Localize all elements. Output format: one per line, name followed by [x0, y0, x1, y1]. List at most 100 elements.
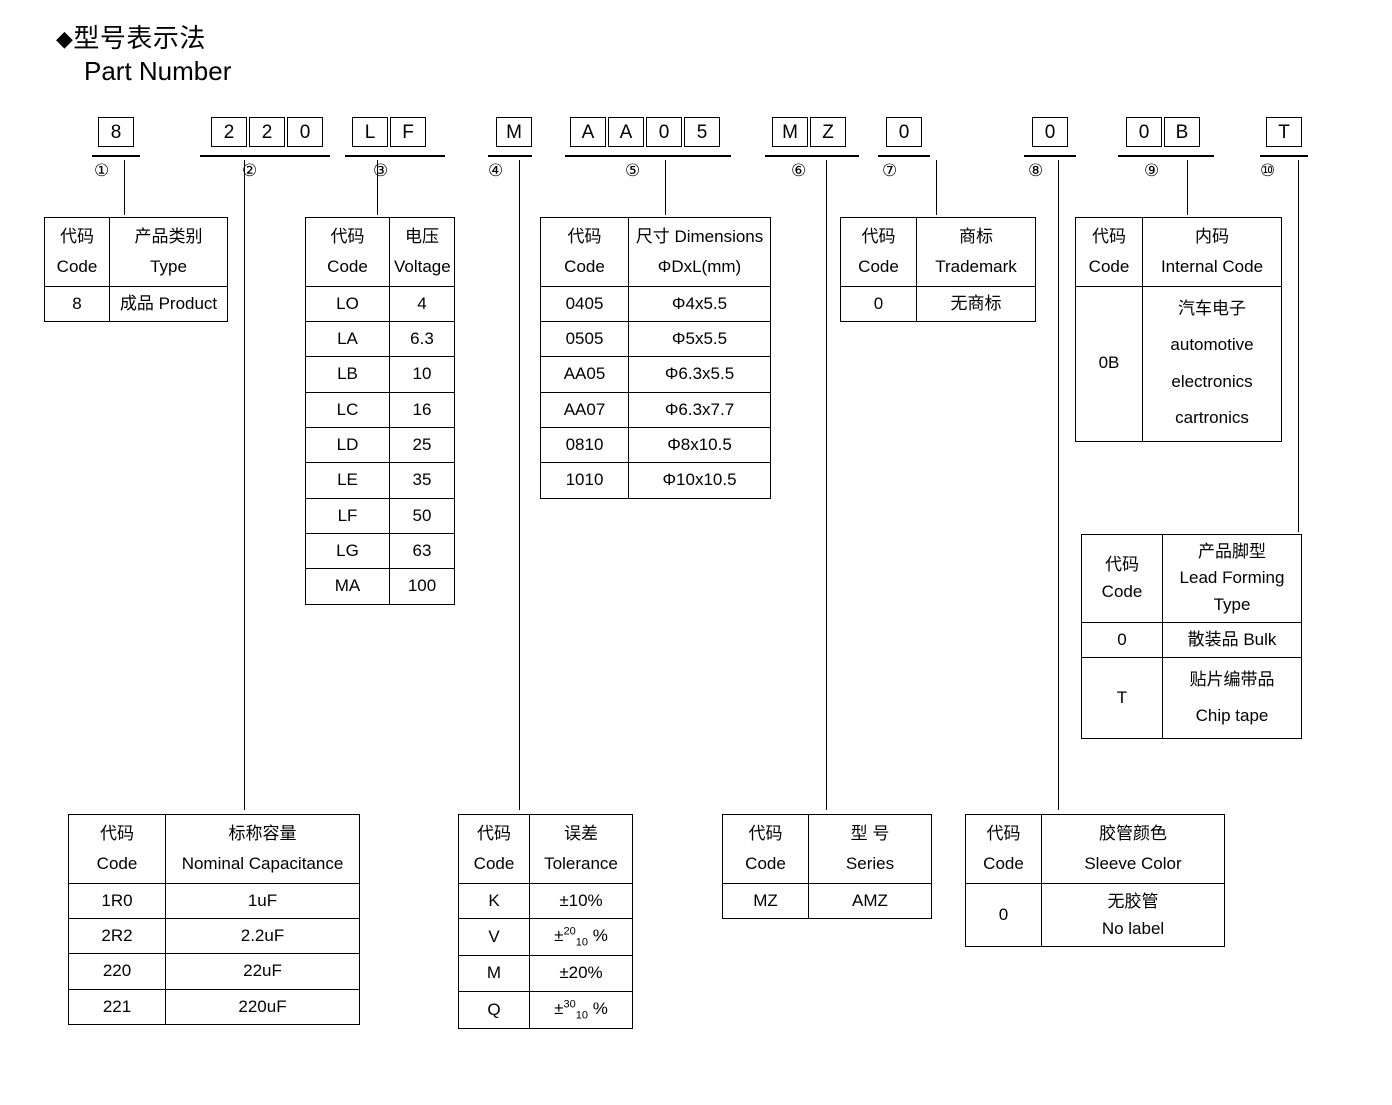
header-code: 代码 Code — [44, 217, 110, 287]
table-header-row: 代码 Code 内码 Internal Code — [1075, 217, 1282, 287]
table-header-row: 代码 Code 型 号 Series — [722, 814, 932, 884]
page-title-en: Part Number — [84, 56, 232, 86]
cell-code: LC — [305, 391, 390, 428]
cell-value: 2.2uF — [165, 917, 360, 955]
table-lead-forming-type: 代码 Code 产品脚型 Lead Forming Type 0 散装品 Bul… — [1081, 533, 1302, 739]
callout-rule — [1260, 155, 1308, 157]
callout-number: ⑧ — [1028, 161, 1044, 180]
tolerance-prefix: ± — [554, 998, 564, 1018]
table-internal-code: 代码 Code 内码 Internal Code 0B 汽车电子 automot… — [1075, 217, 1282, 442]
cell-code: LD — [305, 426, 390, 464]
cell-value: 16 — [389, 391, 455, 428]
cell-value: 63 — [389, 532, 455, 570]
leader-line-6 — [826, 160, 827, 810]
cell-code: T — [1081, 657, 1163, 739]
table-header-row: 代码 Code 胶管颜色 Sleeve Color — [965, 814, 1225, 884]
tolerance-upper: 30 — [563, 997, 576, 1010]
header-value: 胶管颜色 Sleeve Color — [1041, 814, 1225, 884]
table-header-row: 代码 Code 标称容量 Nominal Capacitance — [68, 814, 360, 884]
header-value: 尺寸 Dimensions ΦDxL(mm) — [628, 217, 771, 287]
table-row: 0810 Φ8x10.5 — [540, 426, 771, 464]
cell-code: 1R0 — [68, 882, 166, 919]
cell-code: AA07 — [540, 391, 629, 428]
pn-char-box: 0 — [1126, 117, 1162, 147]
table-header-row: 代码 Code 商标 Trademark — [840, 217, 1036, 287]
cell-value: 100 — [389, 568, 455, 605]
header-code: 代码 Code — [965, 814, 1042, 884]
cell-code: 0505 — [540, 320, 629, 358]
table-row: LE 35 — [305, 462, 455, 499]
table-row: V ±2010 % — [458, 917, 633, 957]
cell-value: 50 — [389, 497, 455, 534]
page-title-cn: ◆型号表示法 — [56, 18, 206, 55]
header-code: 代码 Code — [458, 814, 530, 884]
pn-group-8: 0 — [1032, 117, 1068, 147]
table-row: AA05 Φ6.3x5.5 — [540, 356, 771, 393]
cell-code: V — [458, 917, 530, 957]
leader-line-1 — [124, 160, 125, 215]
cell-value: Φ5x5.5 — [628, 320, 771, 358]
header-value: 商标 Trademark — [916, 217, 1036, 287]
cell-value: Φ6.3x5.5 — [628, 356, 771, 393]
cell-value: 汽车电子 automotive electronics cartronics — [1142, 285, 1282, 442]
header-code: 代码 Code — [1075, 217, 1143, 287]
callout-rule — [92, 155, 140, 157]
table-row: 8 成品 Product — [44, 285, 228, 322]
table-voltage: 代码 Code 电压 Voltage LO 4 LA 6.3 LB 10 LC … — [305, 217, 455, 605]
cell-value: 贴片编带品 Chip tape — [1162, 657, 1302, 739]
tolerance-upper: 20 — [563, 925, 576, 938]
table-row: LG 63 — [305, 532, 455, 570]
table-row: 1010 Φ10x10.5 — [540, 462, 771, 499]
table-row: 0 无胶管 No label — [965, 882, 1225, 947]
leader-line-7 — [936, 160, 937, 215]
table-row: MZ AMZ — [722, 882, 932, 919]
cell-value: 4 — [389, 285, 455, 322]
callout-rule — [1118, 155, 1214, 157]
cell-code: Q — [458, 990, 530, 1030]
pn-char-box: T — [1266, 117, 1302, 147]
cell-code: 0810 — [540, 426, 629, 464]
cell-code: 0 — [840, 285, 917, 322]
cell-value: AMZ — [808, 882, 932, 919]
cell-code: LG — [305, 532, 390, 570]
cell-code: LA — [305, 320, 390, 358]
header-value: 电压 Voltage — [389, 217, 455, 287]
callout-number: ⑩ — [1260, 161, 1276, 180]
cell-value: 35 — [389, 462, 455, 499]
table-row: MA 100 — [305, 568, 455, 605]
callout-number: ⑨ — [1144, 161, 1160, 180]
table-dimensions: 代码 Code 尺寸 Dimensions ΦDxL(mm) 0405 Φ4x5… — [540, 217, 771, 499]
cell-code: 2R2 — [68, 917, 166, 955]
leader-line-10 — [1298, 160, 1299, 532]
pn-group-3: L F — [352, 117, 426, 147]
table-sleeve-color: 代码 Code 胶管颜色 Sleeve Color 0 无胶管 No label — [965, 814, 1225, 947]
header-code: 代码 Code — [840, 217, 917, 287]
callout-number: ⑦ — [882, 161, 898, 180]
cell-code: MA — [305, 568, 390, 605]
pn-char-box: F — [390, 117, 426, 147]
table-row: K ±10% — [458, 882, 633, 919]
table-row: M ±20% — [458, 955, 633, 992]
table-trademark: 代码 Code 商标 Trademark 0 无商标 — [840, 217, 1036, 322]
table-row: LC 16 — [305, 391, 455, 428]
table-row: 0505 Φ5x5.5 — [540, 320, 771, 358]
table-header-row: 代码 Code 尺寸 Dimensions ΦDxL(mm) — [540, 217, 771, 287]
table-row: LA 6.3 — [305, 320, 455, 358]
callout-number: ⑥ — [791, 161, 807, 180]
cell-value: Φ6.3x7.7 — [628, 391, 771, 428]
cell-code: MZ — [722, 882, 809, 919]
pn-char-box: 0 — [1032, 117, 1068, 147]
tolerance-lower: 10 — [575, 936, 588, 949]
table-row: LF 50 — [305, 497, 455, 534]
leader-line-8 — [1058, 160, 1059, 810]
header-code: 代码 Code — [68, 814, 166, 884]
cell-value: 1uF — [165, 882, 360, 919]
cell-value: Φ8x10.5 — [628, 426, 771, 464]
cell-value: ±20% — [529, 955, 633, 992]
callout-rule — [488, 155, 532, 157]
table-row: 0 无商标 — [840, 285, 1036, 322]
table-header-row: 代码 Code 误差 Tolerance — [458, 814, 633, 884]
pn-group-1: 8 — [98, 117, 134, 147]
table-row: LO 4 — [305, 285, 455, 322]
cell-value: 220uF — [165, 988, 360, 1025]
